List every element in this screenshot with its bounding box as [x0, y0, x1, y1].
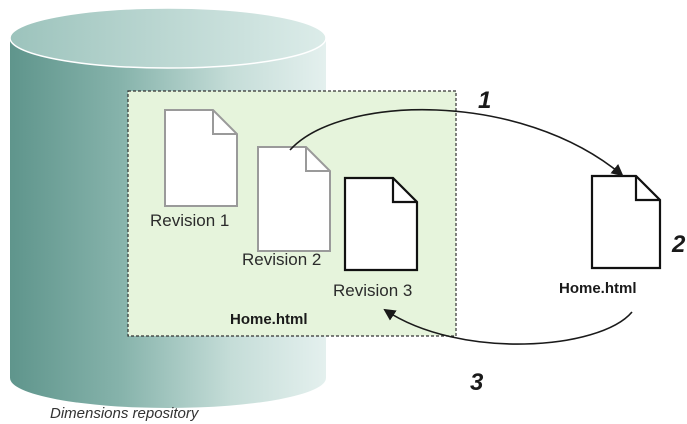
- step-3-label: 3: [470, 369, 484, 396]
- repository-file-label: Home.html: [230, 311, 308, 328]
- repository-caption: Dimensions repository: [50, 405, 200, 422]
- revision-3-label: Revision 3: [333, 281, 412, 300]
- document-icon: [257, 146, 331, 252]
- revision-1-label: Revision 1: [150, 211, 229, 230]
- document-icon: [343, 176, 419, 272]
- document-icon: [590, 174, 662, 270]
- local-file-label: Home.html: [559, 280, 637, 297]
- revision-2-label: Revision 2: [242, 250, 321, 269]
- checkin-arrow: [383, 308, 633, 345]
- checkout-arrow: [289, 108, 624, 177]
- step-2-label: 2: [671, 231, 686, 258]
- step-1-label: 1: [478, 87, 491, 114]
- document-icon: [164, 109, 238, 207]
